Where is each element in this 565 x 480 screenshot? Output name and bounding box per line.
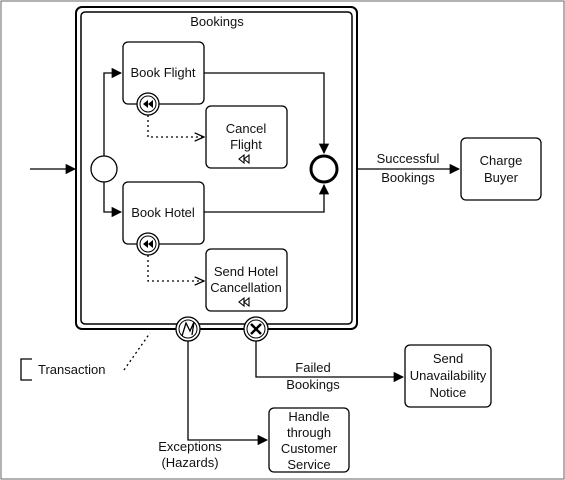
successful-label-line1: Successful [377, 151, 440, 166]
cancel-icon [250, 323, 262, 335]
handle-cs-line4: Service [287, 457, 330, 472]
send-hotel-cancellation-task[interactable]: Send Hotel Cancellation [205, 248, 288, 312]
send-unavailability-line2: Unavailability [410, 368, 487, 383]
error-icon [181, 321, 195, 337]
flow-start-to-book-flight [103, 67, 123, 156]
send-unavailability-notice-task[interactable]: Send Unavailability Notice [404, 344, 492, 408]
start-event[interactable] [90, 155, 118, 183]
cancel-flight-label-line2: Flight [230, 137, 262, 152]
compensation-marker-icon [238, 153, 250, 165]
flow-book-hotel-to-end [204, 183, 330, 213]
send-unavailability-line3: Notice [430, 385, 467, 400]
compensation-marker-icon [238, 296, 250, 308]
flow-exceptions [187, 341, 269, 446]
failed-label-line1: Failed [295, 360, 330, 375]
exceptions-label-line1: Exceptions [158, 439, 222, 454]
failed-label-line2: Bookings [286, 377, 340, 392]
flow-start-to-book-hotel [103, 182, 123, 218]
flow-failed-bookings [255, 341, 405, 383]
book-flight-task[interactable]: Book Flight [122, 41, 205, 105]
book-hotel-task[interactable]: Book Hotel [122, 181, 205, 245]
flow-book-flight-to-end [204, 72, 330, 155]
send-hotel-cancellation-line2: Cancellation [210, 280, 282, 295]
association-to-cancel-flight [147, 115, 204, 137]
annotation-label: Transaction [38, 362, 105, 377]
handle-cs-line3: Customer [281, 441, 338, 456]
association-to-send-hotel-cancellation [147, 255, 204, 281]
bookings-transaction-subprocess[interactable]: Bookings [75, 6, 358, 330]
handle-cs-line1: Handle [288, 409, 329, 424]
end-event[interactable] [309, 154, 339, 184]
book-flight-label: Book Flight [130, 65, 195, 80]
compensation-boundary-event-hotel[interactable] [136, 232, 160, 256]
successful-label-line2: Bookings [381, 170, 435, 185]
annotation-association [123, 332, 151, 371]
cancel-flight-label-line1: Cancel [226, 121, 267, 136]
compensation-boundary-event-flight[interactable] [136, 92, 160, 116]
compensation-icon [143, 240, 153, 248]
handle-customer-service-task[interactable]: Handle through Customer Service [268, 407, 350, 473]
charge-buyer-line2: Buyer [484, 170, 519, 185]
charge-buyer-line1: Charge [480, 153, 523, 168]
cancel-boundary-event[interactable] [243, 316, 269, 342]
error-boundary-event[interactable] [175, 316, 201, 342]
book-hotel-label: Book Hotel [131, 205, 195, 220]
exceptions-label-line2: (Hazards) [161, 455, 218, 470]
send-hotel-cancellation-line1: Send Hotel [214, 264, 278, 279]
subprocess-title: Bookings [190, 14, 244, 29]
charge-buyer-task[interactable]: Charge Buyer [460, 137, 542, 201]
handle-cs-line2: through [287, 425, 331, 440]
compensation-icon [143, 100, 153, 108]
cancel-flight-task[interactable]: Cancel Flight [205, 105, 288, 169]
send-unavailability-line1: Send [433, 351, 463, 366]
transaction-annotation[interactable]: Transaction [20, 358, 105, 381]
